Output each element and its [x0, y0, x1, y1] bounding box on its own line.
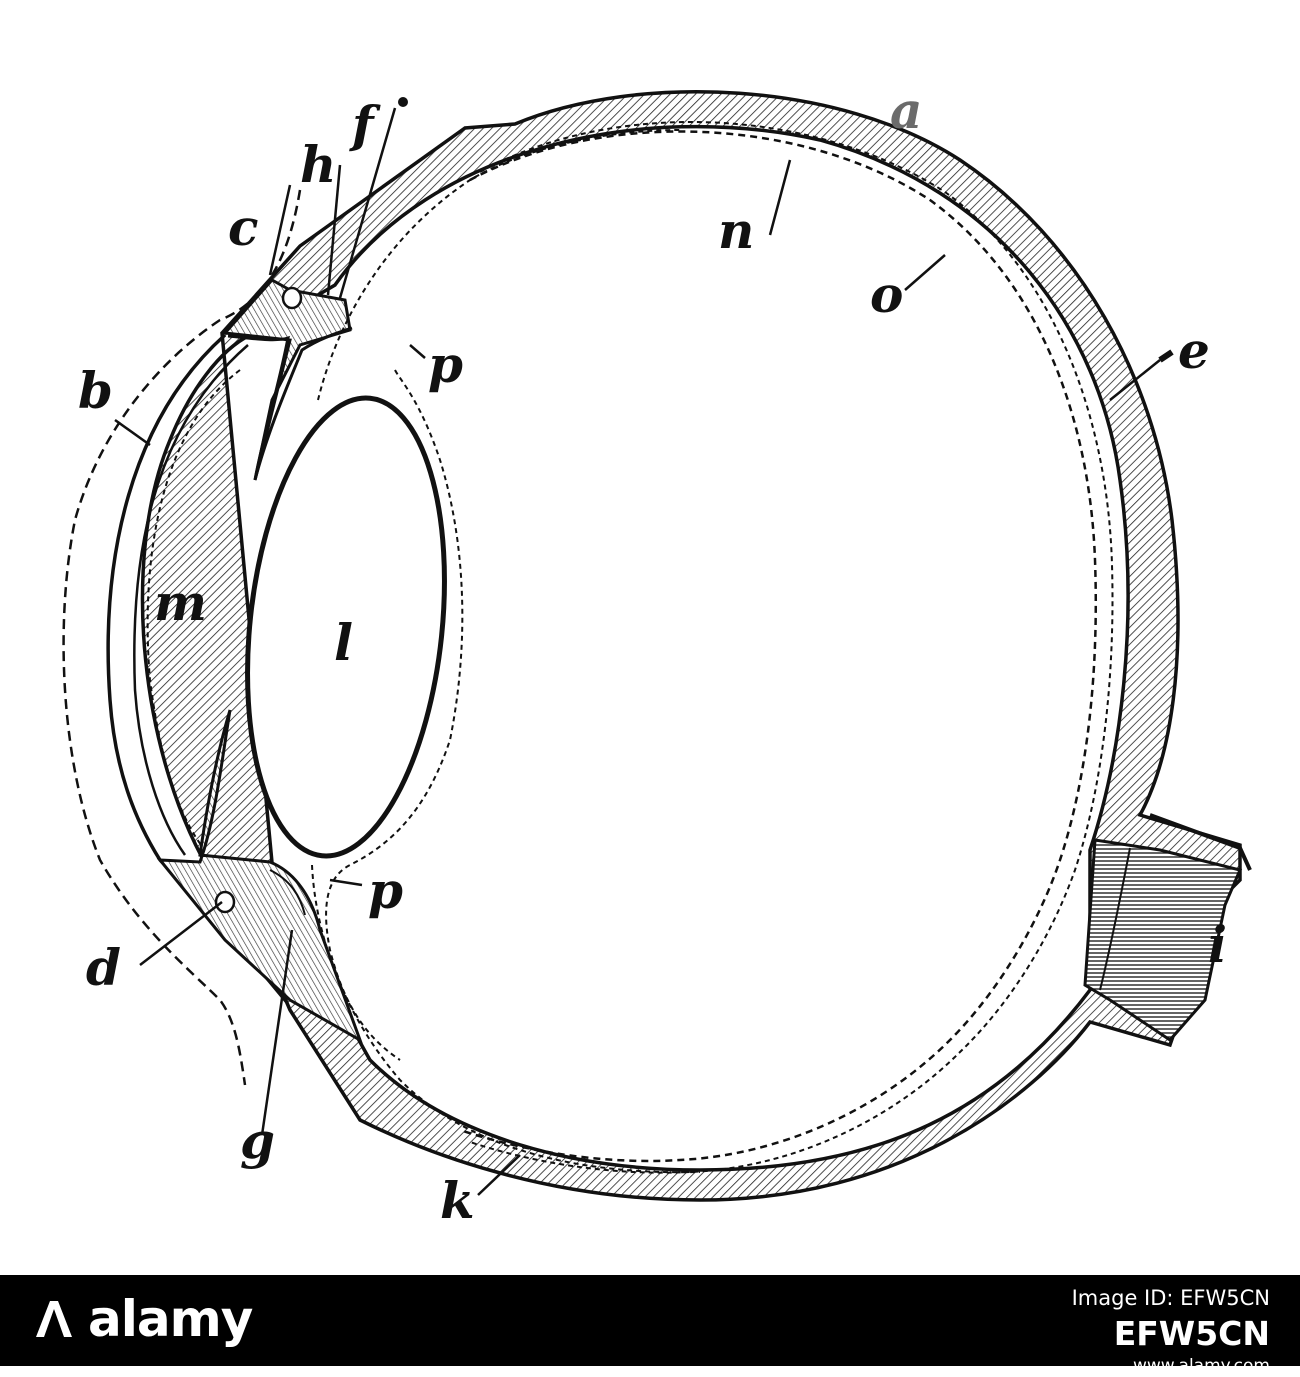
label-c: c — [228, 198, 258, 257]
eye-cross-section-diagram: a b c d e f g h i k l m n o p p — [62, 81, 1252, 1230]
iris-lower — [156, 709, 363, 1044]
logo-text: alamy — [88, 1290, 253, 1348]
sclera-wall — [140, 89, 1242, 1202]
leader-lines — [114, 107, 1161, 1196]
label-m: m — [154, 573, 207, 632]
image-id-label: Image ID: EFW5CN — [1071, 1286, 1270, 1310]
cornea — [106, 333, 227, 861]
label-l: l — [334, 613, 353, 672]
label-g: g — [240, 1111, 275, 1170]
label-h: h — [300, 135, 336, 194]
image-reference: Image ID: EFW5CN EFW5CN www.alamy.com — [1072, 1283, 1270, 1377]
optic-nerve — [1083, 838, 1243, 1042]
label-f: f — [349, 95, 381, 154]
label-d: d — [86, 938, 121, 997]
retina-layers — [459, 130, 1098, 1163]
site-url[interactable]: www.alamy.com — [1132, 1356, 1270, 1376]
image-id: EFW5CN — [1113, 1314, 1270, 1353]
label-k: k — [440, 1171, 475, 1230]
label-p-lower: p — [368, 861, 403, 920]
label-n: n — [718, 201, 754, 260]
label-b: b — [78, 361, 113, 420]
label-o: o — [870, 265, 903, 324]
alamy-logo-icon — [36, 1301, 72, 1337]
diagram-canvas: a b c d e f g h i k l m n o p p — [62, 81, 1252, 1230]
label-p-upper: p — [428, 335, 463, 394]
label-a: a — [890, 81, 922, 140]
stock-footer-bar: alamy Image ID: EFW5CN EFW5CN www.alamy.… — [0, 1275, 1300, 1376]
label-e: e — [1178, 321, 1210, 380]
lens — [245, 395, 447, 859]
label-i: i — [1208, 915, 1227, 974]
